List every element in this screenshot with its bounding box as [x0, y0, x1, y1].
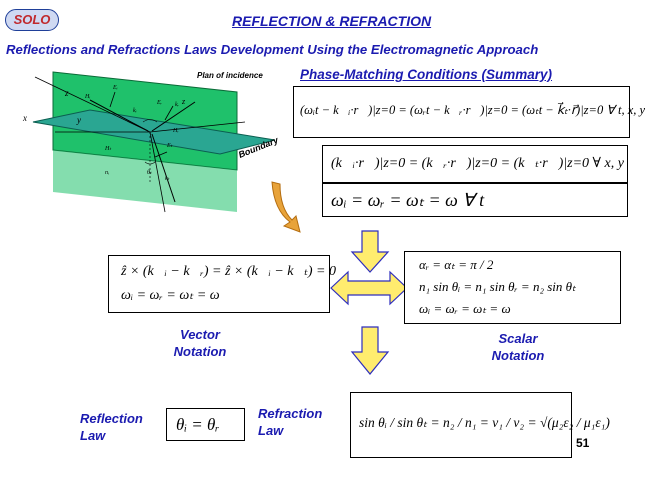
scalar-equation-2: n₁ sin θᵢ = n₁ sin θᵣ = n₂ sin θₜ [419, 279, 576, 294]
vector-notation-label: Vector Notation [173, 327, 227, 359]
svg-text:kₜ: kₜ [165, 176, 170, 182]
vector-equation-2: ωᵢ = ωᵣ = ωₜ = ω [121, 288, 220, 303]
incident-ray [89, 99, 149, 132]
scalar-equation-3: ωᵢ = ωᵣ = ωₜ = ω [419, 301, 511, 316]
axis-x-label: x [22, 113, 27, 123]
slide-title: REFLECTION & REFRACTION [232, 13, 432, 29]
solo-badge: SOLO [5, 9, 59, 31]
phase-omega-equation: ωᵢ = ωᵣ = ωₜ = ω ∀ t [331, 190, 485, 210]
svg-text:Eᵣ: Eᵣ [156, 100, 163, 106]
scalar-equation-1: αᵣ = αₜ = π / 2 [419, 257, 494, 272]
svg-text:Hᵢ: Hᵢ [84, 94, 90, 100]
scalar-notation-box: αᵣ = αₜ = π / 2 n₁ sin θᵢ = n₁ sin θᵣ = … [404, 251, 621, 324]
axis-y-label: y [76, 115, 81, 125]
down-arrow-bottom [350, 326, 390, 375]
vector-notation-box: ẑ × (k⃗ᵢ − k⃗ᵣ) = ẑ × (k⃗ᵢ − k⃗ₜ) = 0 ωᵢ… [108, 255, 336, 313]
scalar-notation-label: Scalar Notation [491, 331, 545, 363]
svg-text:Hₜ: Hₜ [104, 146, 111, 152]
axis-z-label: z [64, 88, 69, 98]
transmitted-ray [151, 133, 176, 203]
phase-k-equation: (k⃗ᵢ·r⃗)|z=0 = (k⃗ᵣ·r⃗)|z=0 = (k⃗ₜ·r⃗)|z… [331, 156, 624, 171]
reflection-law-label: Reflection Law [80, 411, 143, 443]
svg-text:kᵣ: kᵣ [175, 102, 180, 108]
reflected-ray [151, 101, 196, 132]
page-number: 51 [576, 436, 590, 450]
svg-text:θₜ: θₜ [147, 170, 152, 176]
double-arrow [330, 270, 408, 306]
svg-text:Eᵢ: Eᵢ [112, 85, 118, 91]
plan-of-incidence-label: Plan of incidence [197, 71, 263, 80]
svg-text:z: z [181, 97, 186, 106]
plane-lower [53, 150, 237, 212]
reflection-law-equation: θᵢ = θᵣ [176, 415, 220, 434]
reflection-law-box: θᵢ = θᵣ [166, 408, 245, 441]
slide-subtitle: Reflections and Refractions Laws Develop… [6, 42, 539, 57]
summary-title: Phase-Matching Conditions (Summary) [300, 67, 553, 82]
svg-text:kᵢ: kᵢ [133, 108, 137, 114]
svg-text:Eₜ: Eₜ [166, 143, 173, 149]
phase-omega-box: ωᵢ = ωᵣ = ωₜ = ω ∀ t [322, 183, 628, 217]
reflection-refraction-diagram: Hᵢ Eᵢ kᵢ Eᵣ kᵣ Hᵣ Hₜ Eₜ nᵢ θₜ kₜ z z y x… [22, 71, 281, 213]
svg-text:nᵢ: nᵢ [105, 170, 109, 176]
phase-k-box: (k⃗ᵢ·r⃗)|z=0 = (k⃗ᵣ·r⃗)|z=0 = (k⃗ₜ·r⃗)|z… [322, 145, 628, 183]
refraction-law-equation: sin θᵢ / sin θₜ = n₂ / n₁ = v₁ / v₂ = √(… [359, 415, 610, 430]
phase-full-equation: (ωᵢt − k⃗ᵢ·r⃗)|z=0 = (ωᵣt − k⃗ᵣ·r⃗)|z=0 … [300, 103, 645, 117]
refraction-law-box: sin θᵢ / sin θₜ = n₂ / n₁ = v₁ / v₂ = √(… [350, 392, 610, 458]
svg-text:Hᵣ: Hᵣ [172, 128, 179, 134]
boundary-plane [32, 109, 276, 155]
refraction-law-label: Refraction Law [258, 406, 323, 438]
phase-full-box: (ωᵢt − k⃗ᵢ·r⃗)|z=0 = (ωᵣt − k⃗ᵣ·r⃗)|z=0 … [293, 86, 645, 138]
down-arrow-top [350, 230, 390, 273]
vector-equation-1: ẑ × (k⃗ᵢ − k⃗ᵣ) = ẑ × (k⃗ᵢ − k⃗ₜ) = 0 [121, 264, 336, 279]
curved-arrow [271, 181, 301, 233]
